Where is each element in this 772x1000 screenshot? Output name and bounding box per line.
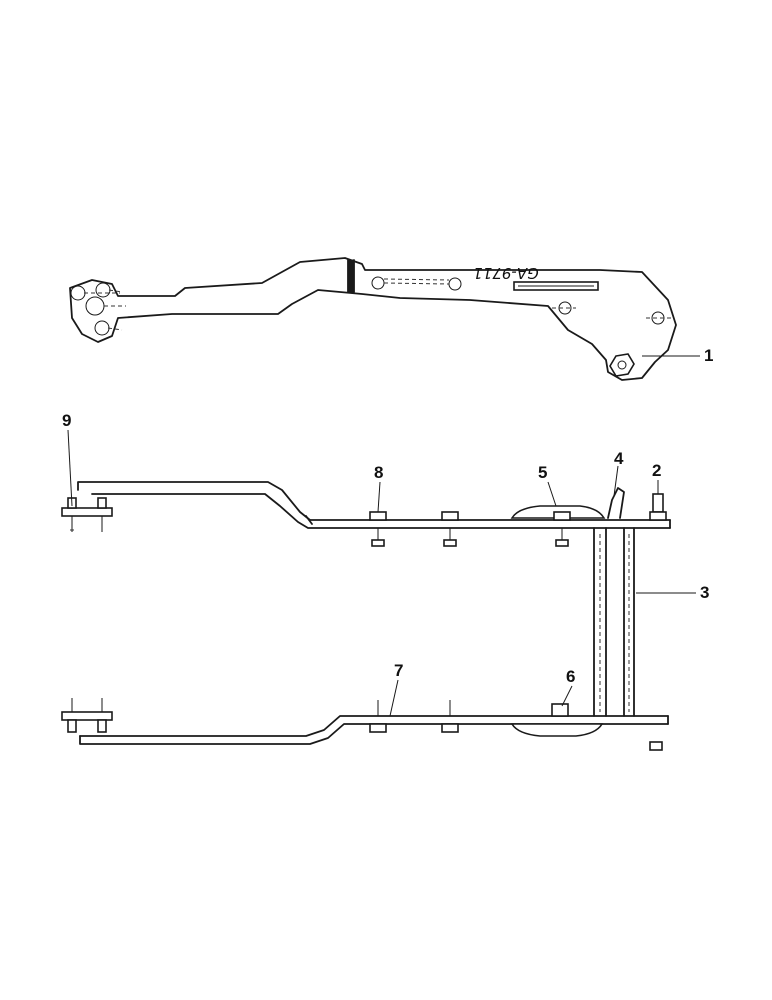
callouts: 1 2 3 4 5 6 7 8 9 (62, 346, 713, 686)
callout-9: 9 (62, 411, 71, 430)
callout-7: 7 (394, 661, 403, 680)
lower-rail (61, 698, 669, 751)
callout-5: 5 (538, 463, 547, 482)
upper-rail (61, 481, 671, 547)
side-frame-bracket: GA-9711 (69, 257, 677, 381)
drawing-number-stamp: GA-9711 (473, 264, 538, 282)
callout-4: 4 (614, 449, 624, 468)
callout-6: 6 (566, 667, 575, 686)
callout-8: 8 (374, 463, 383, 482)
callout-3: 3 (700, 583, 709, 602)
callout-2: 2 (652, 461, 661, 480)
leader-lines (67, 355, 700, 717)
callout-1: 1 (704, 346, 713, 365)
cross-tubes (593, 527, 635, 717)
